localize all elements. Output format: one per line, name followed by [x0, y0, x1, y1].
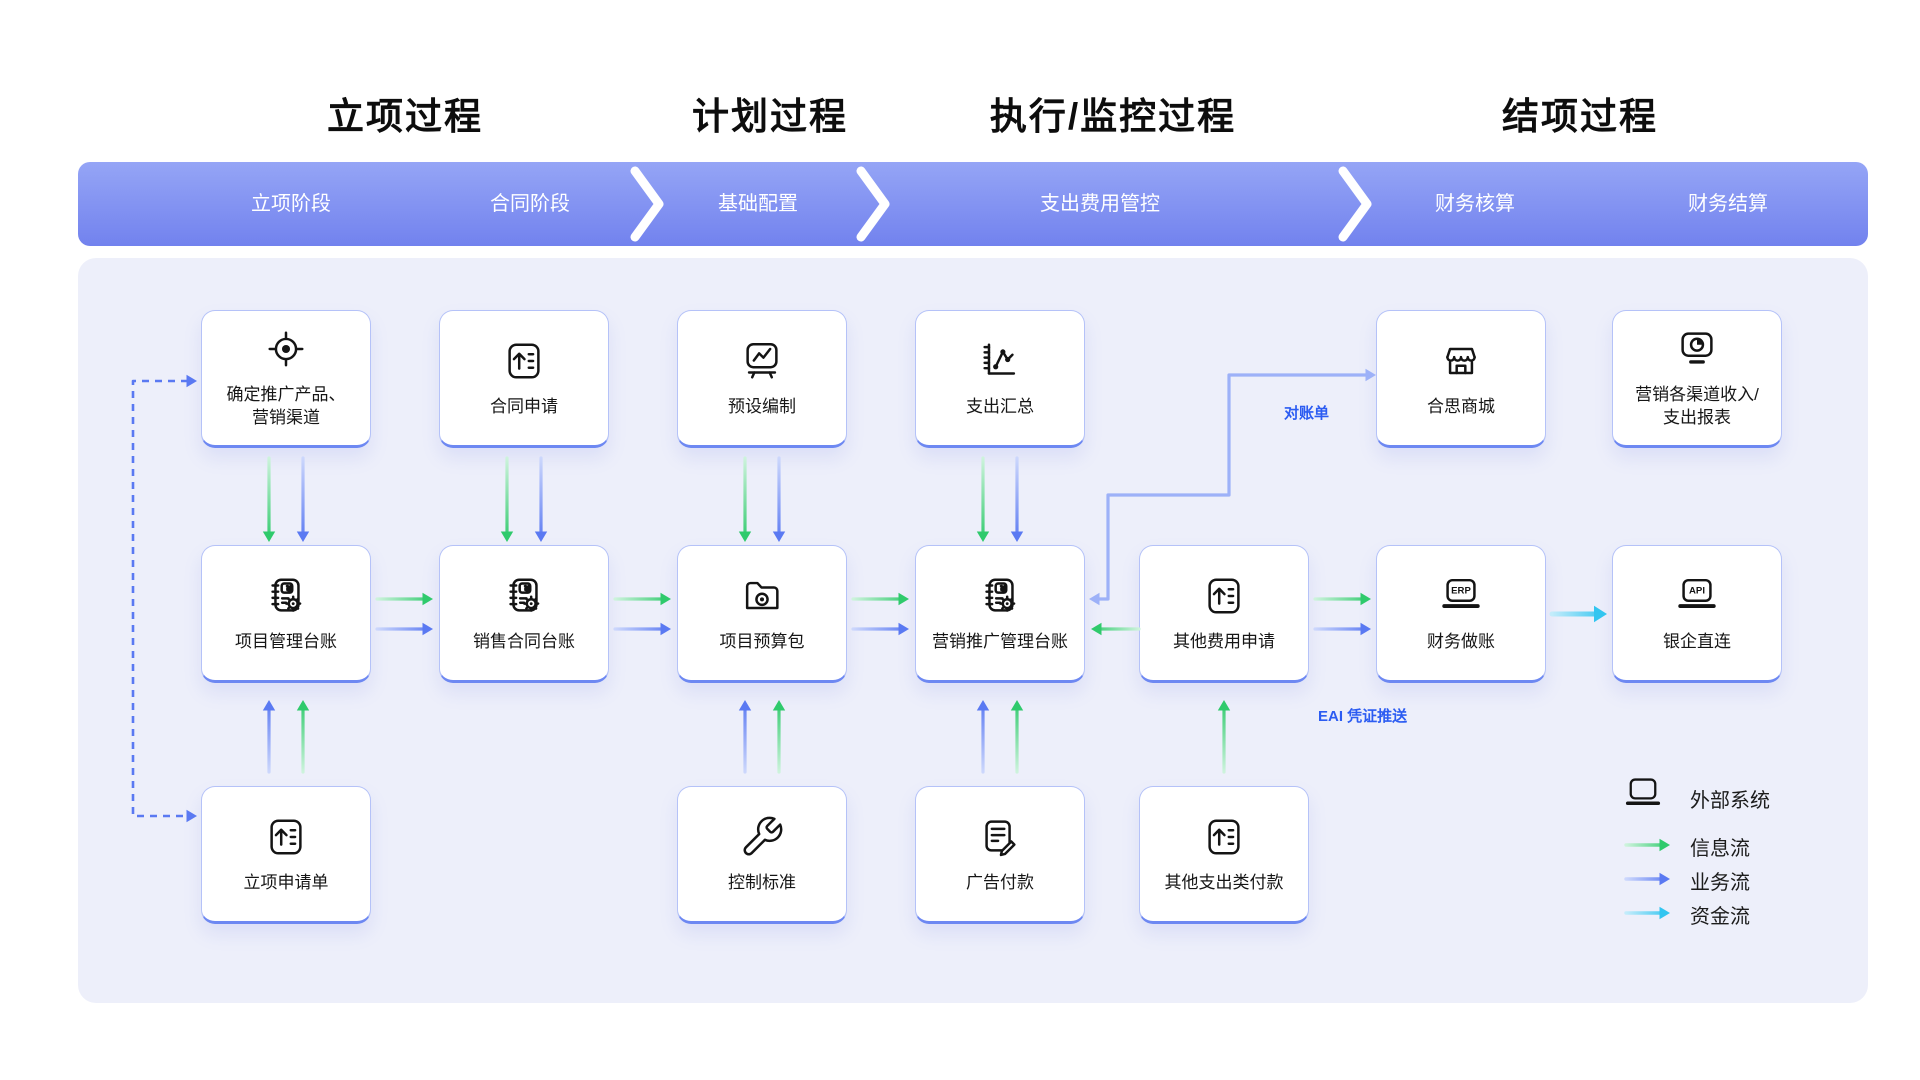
node-expense-summary: 支出汇总 — [915, 310, 1085, 448]
node-label: 合同申请 — [490, 396, 558, 416]
process-title-execution: 执行/监控过程 — [989, 96, 1237, 137]
wrench-icon — [739, 814, 785, 860]
upload-form-icon — [263, 814, 309, 860]
laptop-erp-icon: ERP — [1438, 573, 1484, 619]
stage-contract: 合同阶段 — [490, 193, 570, 215]
node-ad-payment: 广告付款 — [915, 786, 1085, 924]
legend-info-flow: 信息流 — [1690, 838, 1750, 860]
process-title-initiation: 立项过程 — [327, 96, 483, 137]
storefront-icon — [1438, 338, 1484, 384]
node-label: 其他支出类付款 — [1164, 872, 1284, 892]
legend-business-flow: 业务流 — [1690, 872, 1750, 894]
node-label: 财务做账 — [1427, 631, 1495, 651]
node-label: 其他费用申请 — [1173, 631, 1275, 651]
node-targeting: 确定推广产品、 营销渠道 — [201, 310, 371, 448]
node-other-payment: 其他支出类付款 — [1139, 786, 1309, 924]
monitor-pie-icon — [1674, 326, 1720, 372]
node-label: 项目预算包 — [719, 631, 805, 651]
node-label: 项目管理台账 — [235, 631, 337, 651]
edge-label-reconciliation: 对账单 — [1284, 405, 1330, 422]
edge-label-eai: EAI 凭证推送 — [1318, 708, 1408, 725]
upload-form-icon — [1201, 573, 1247, 619]
target-icon — [263, 326, 309, 372]
node-hesi-mall: 合思商城 — [1376, 310, 1546, 448]
document-pen-icon — [977, 814, 1023, 860]
svg-text:ERP: ERP — [1451, 585, 1471, 596]
stage-expense-control: 支出费用管控 — [1040, 193, 1160, 215]
chevron-divider-icon — [856, 166, 890, 242]
presentation-chart-icon — [739, 338, 785, 384]
node-contract-apply: 合同申请 — [439, 310, 609, 448]
node-project-ledger: 项目管理台账 — [201, 545, 371, 683]
node-control-standard: 控制标准 — [677, 786, 847, 924]
laptop-icon — [1620, 773, 1666, 815]
ledger-gear-icon — [263, 573, 309, 619]
node-other-expense-apply: 其他费用申请 — [1139, 545, 1309, 683]
node-label: 合思商城 — [1427, 396, 1495, 416]
legend-fund-flow: 资金流 — [1690, 906, 1750, 928]
node-project-budget-pkg: 项目预算包 — [677, 545, 847, 683]
expense-chart-icon — [977, 338, 1023, 384]
node-label: 支出汇总 — [966, 396, 1034, 416]
process-title-closing: 结项过程 — [1502, 96, 1658, 137]
node-label: 确定推广产品、 营销渠道 — [226, 385, 346, 427]
stage-initiation: 立项阶段 — [251, 193, 331, 215]
node-budget-prep: 预设编制 — [677, 310, 847, 448]
node-label: 营销推广管理台账 — [932, 631, 1068, 651]
node-project-apply-form: 立项申请单 — [201, 786, 371, 924]
legend-external-system: 外部系统 — [1690, 790, 1770, 812]
stage-finance-settlement: 财务结算 — [1688, 193, 1768, 215]
node-label: 立项申请单 — [243, 872, 329, 892]
node-label: 银企直连 — [1663, 631, 1731, 651]
chevron-divider-icon — [630, 166, 664, 242]
node-bank-direct: API 银企直连 — [1612, 545, 1782, 683]
process-title-planning: 计划过程 — [692, 96, 848, 137]
upload-form-icon — [1201, 814, 1247, 860]
svg-text:API: API — [1689, 585, 1705, 596]
node-label: 预设编制 — [728, 396, 796, 416]
node-label: 广告付款 — [966, 872, 1034, 892]
node-channel-report: 营销各渠道收入/ 支出报表 — [1612, 310, 1782, 448]
stage-basic-config: 基础配置 — [718, 193, 798, 215]
ledger-gear-icon — [977, 573, 1023, 619]
node-sales-contract-ledger: 销售合同台账 — [439, 545, 609, 683]
laptop-api-icon: API — [1674, 573, 1720, 619]
ledger-gear-icon — [501, 573, 547, 619]
stage-banner: 立项阶段 合同阶段 基础配置 支出费用管控 财务核算 财务结算 — [78, 162, 1868, 246]
node-finance-bookkeeping: ERP 财务做账 — [1376, 545, 1546, 683]
node-label: 营销各渠道收入/ 支出报表 — [1635, 385, 1759, 427]
chevron-divider-icon — [1338, 166, 1372, 242]
stage-finance-accounting: 财务核算 — [1435, 193, 1515, 215]
upload-form-icon — [501, 338, 547, 384]
node-label: 控制标准 — [728, 872, 796, 892]
budget-folder-icon — [739, 573, 785, 619]
node-label: 销售合同台账 — [473, 631, 575, 651]
node-marketing-ledger: 营销推广管理台账 — [915, 545, 1085, 683]
